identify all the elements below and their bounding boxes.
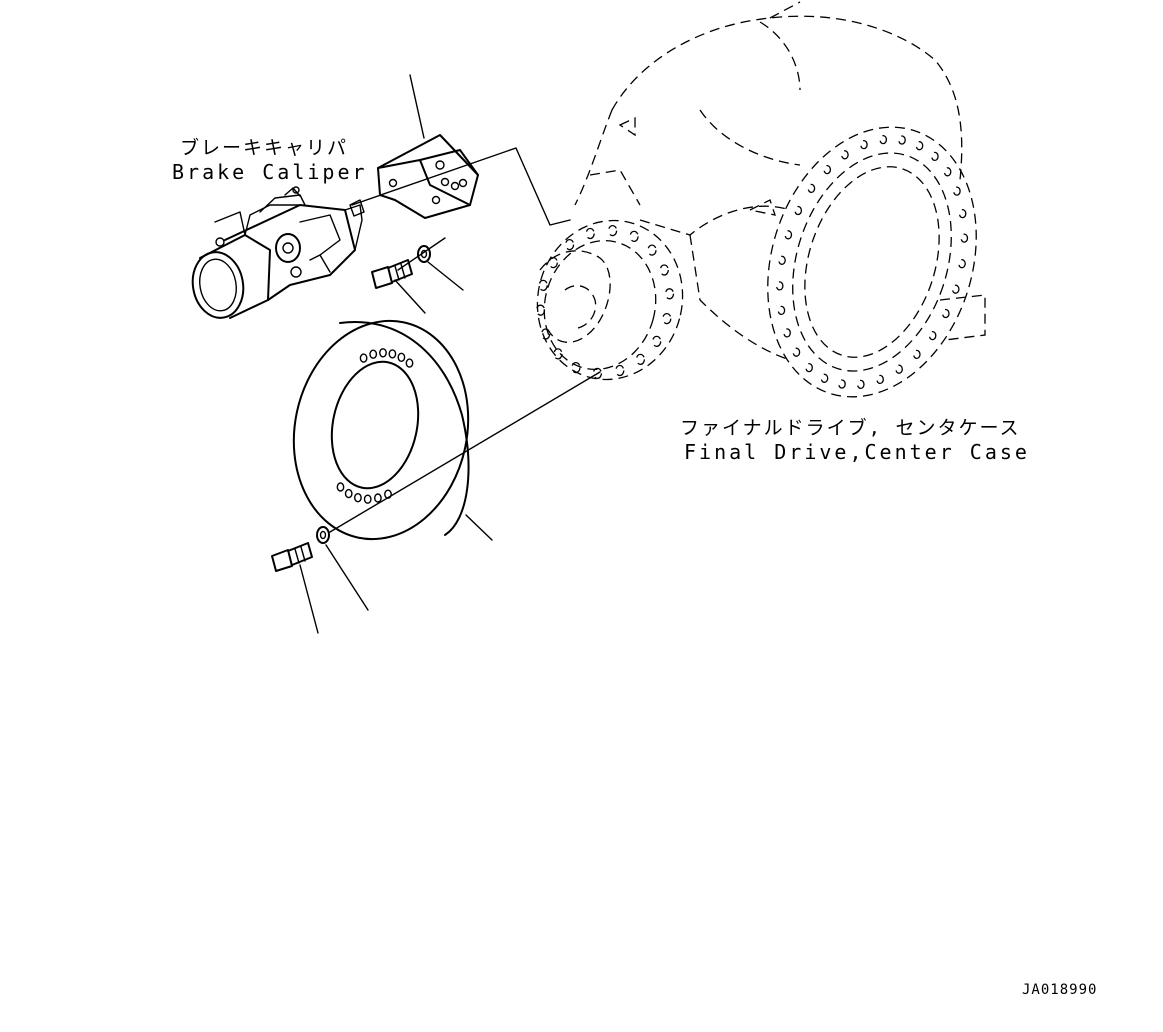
bolt-hole bbox=[931, 151, 939, 162]
bolt-hole bbox=[960, 233, 969, 243]
bolt-hole bbox=[629, 230, 639, 243]
bolt-hole bbox=[805, 362, 813, 373]
bolt-hole bbox=[928, 330, 937, 341]
bolt-hole bbox=[958, 259, 966, 269]
drawing-code: JA018990 bbox=[1022, 982, 1098, 998]
bolt-hole bbox=[876, 374, 884, 385]
bolt-hole bbox=[784, 230, 793, 240]
bolt-hole bbox=[379, 348, 387, 358]
bolt-hole bbox=[898, 135, 906, 145]
bolt-hole bbox=[538, 279, 548, 292]
bolt-hole bbox=[353, 493, 362, 503]
bolt-hole bbox=[336, 482, 345, 492]
bolt-hole bbox=[915, 141, 924, 151]
bolt-hole bbox=[369, 349, 378, 359]
bolt-hole bbox=[841, 150, 849, 160]
bolt-hole bbox=[564, 238, 575, 251]
bolt-hole bbox=[397, 352, 406, 362]
brake-disc bbox=[292, 319, 470, 541]
bolt-hole bbox=[592, 367, 603, 380]
bolt-hole bbox=[783, 328, 791, 338]
brake-caliper-label-jp: ブレーキキャリパ bbox=[180, 137, 349, 159]
bolt-hole bbox=[777, 305, 786, 316]
bolt-hole bbox=[388, 349, 397, 359]
bolt-hole bbox=[664, 288, 675, 300]
center-case-flange bbox=[767, 126, 977, 398]
bolt-hole bbox=[344, 488, 353, 499]
bolt-hole bbox=[792, 347, 801, 357]
bolt-hole bbox=[958, 208, 967, 219]
bolt-hole bbox=[652, 335, 662, 348]
bolt-hole bbox=[607, 224, 618, 237]
bolt-hole bbox=[856, 379, 865, 390]
upper-mounting-bolt bbox=[371, 245, 431, 289]
final-drive-hub bbox=[535, 219, 684, 381]
bolt-hole bbox=[541, 328, 551, 340]
brake-caliper-assembly bbox=[191, 186, 365, 319]
bolt-hole bbox=[941, 308, 950, 319]
bolt-hole bbox=[615, 364, 625, 377]
bolt-hole bbox=[838, 379, 846, 389]
brake-caliper-label-en: Brake Caliper bbox=[172, 160, 368, 184]
bolt-hole bbox=[775, 281, 784, 291]
bolt-hole bbox=[807, 183, 816, 194]
bolt-hole bbox=[553, 348, 563, 360]
caliper-mounting-bracket bbox=[377, 134, 479, 219]
final-drive-label-en: Final Drive,Center Case bbox=[684, 440, 1030, 464]
bolt-hole bbox=[647, 244, 657, 256]
bolt-hole bbox=[943, 167, 952, 177]
bolt-hole bbox=[662, 312, 672, 325]
bolt-hole bbox=[363, 494, 372, 504]
bolt-hole bbox=[535, 304, 546, 316]
bolt-hole bbox=[895, 364, 903, 374]
bolt-hole bbox=[823, 164, 832, 175]
bolt-hole bbox=[951, 284, 960, 294]
bolt-hole bbox=[912, 349, 921, 360]
bolt-hole bbox=[548, 256, 558, 269]
leader-lines bbox=[299, 74, 601, 634]
bolt-hole bbox=[635, 353, 646, 366]
lower-mounting-bolt bbox=[271, 526, 330, 572]
bolt-hole bbox=[953, 186, 961, 196]
final-drive-label-jp: ファイナルドライブ, センタケース bbox=[680, 417, 1021, 439]
bolt-hole bbox=[373, 493, 382, 503]
bolt-hole bbox=[359, 353, 368, 363]
center-case-housing bbox=[574, 1, 986, 361]
bolt-hole bbox=[585, 227, 595, 240]
bolt-hole bbox=[571, 361, 581, 374]
bolt-hole bbox=[794, 205, 803, 216]
bolt-hole bbox=[405, 358, 414, 368]
bolt-hole bbox=[879, 134, 888, 145]
bolt-hole bbox=[659, 264, 669, 276]
bolt-hole bbox=[778, 255, 786, 265]
bolt-hole bbox=[860, 139, 868, 150]
bolt-hole bbox=[820, 373, 829, 383]
